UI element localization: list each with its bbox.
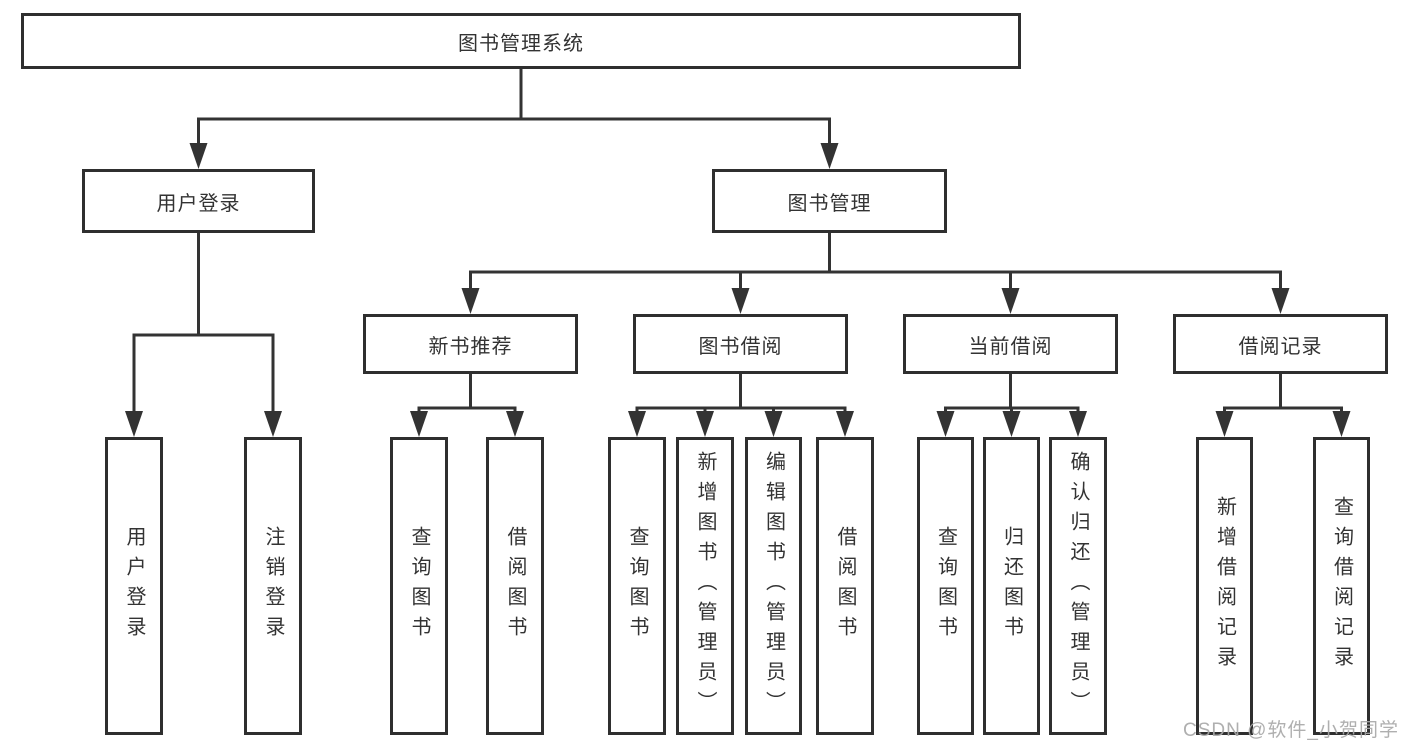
node-label: 归还图书 [1000,526,1023,646]
arrowhead-icon [1215,411,1234,437]
arrowhead-icon [1002,411,1021,437]
arrowhead-icon [820,143,839,169]
node-label: 新增借阅记录 [1213,496,1236,676]
node-ul-login: 用户登录 [105,437,163,735]
node-current-borrow: 当前借阅 [903,314,1118,374]
node-user-login: 用户登录 [82,169,315,233]
node-new-book-rec: 新书推荐 [363,314,578,374]
node-borrow-record: 借阅记录 [1173,314,1388,374]
arrowhead-icon [1332,411,1351,437]
arrowhead-icon [125,411,143,437]
arrowhead-icon [1001,288,1020,314]
arrowhead-icon [461,288,480,314]
arrowhead-icon [1069,411,1087,437]
node-label: 新书推荐 [428,335,513,358]
node-br-query: 查询借阅记录 [1313,437,1370,735]
node-nbr-borrow: 借阅图书 [486,437,544,735]
node-cb-return: 归还图书 [983,437,1040,735]
arrowhead-icon [189,143,208,169]
node-bb-edit: 编辑图书（管理员） [745,437,802,735]
arrowhead-icon [506,411,524,437]
node-bb-borrow: 借阅图书 [816,437,874,735]
watermark: CSDN @软件_小贺同学 [1183,720,1399,741]
node-label: 查询图书 [626,526,648,646]
node-label: 编辑图书（管理员） [762,451,785,721]
node-label: 查询图书 [934,526,957,646]
node-label: 借阅图书 [504,526,526,646]
arrowhead-icon [410,411,428,437]
arrowhead-icon [1271,288,1290,314]
arrowhead-icon [936,411,955,437]
node-nbr-query: 查询图书 [390,437,448,735]
node-label: 图书管理系统 [458,32,584,55]
node-label: 用户登录 [123,526,145,646]
node-label: 图书管理 [787,192,872,215]
node-ul-logout: 注销登录 [244,437,302,735]
node-label: 图书借阅 [698,335,783,358]
arrowhead-icon [628,411,646,437]
node-bb-add: 新增图书（管理员） [676,437,734,735]
arrowhead-icon [264,411,282,437]
node-label: 新增图书（管理员） [694,451,716,721]
node-book-borrow: 图书借阅 [633,314,848,374]
node-label: 查询图书 [408,526,430,646]
arrowhead-icon [764,411,783,437]
node-label: 借阅图书 [834,526,856,646]
node-label: 注销登录 [262,526,284,646]
node-label: 查询借阅记录 [1330,496,1353,676]
node-book-mgmt: 图书管理 [712,169,947,233]
node-cb-query: 查询图书 [917,437,974,735]
arrowhead-icon [696,411,714,437]
node-bb-query: 查询图书 [608,437,666,735]
node-cb-confirm: 确认归还（管理员） [1049,437,1107,735]
node-br-add: 新增借阅记录 [1196,437,1253,735]
node-label: 借阅记录 [1238,335,1323,358]
arrowhead-icon [836,411,854,437]
node-root: 图书管理系统 [21,13,1021,69]
arrowhead-icon [731,288,750,314]
node-label: 当前借阅 [968,335,1053,358]
node-label: 确认归还（管理员） [1067,451,1089,721]
node-label: 用户登录 [156,192,241,215]
